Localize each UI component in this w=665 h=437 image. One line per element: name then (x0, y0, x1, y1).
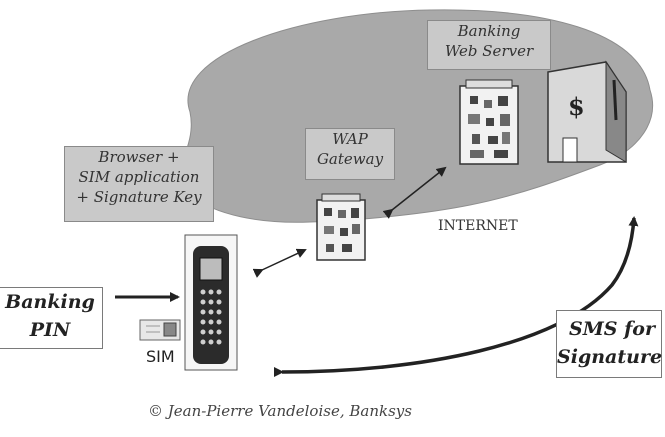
browser-sim-label: Browser + SIM application + Signature Ke… (64, 146, 214, 222)
gateway-tower-icon (316, 193, 366, 261)
phone-gateway-arrow (252, 248, 307, 278)
internet-label: INTERNET (438, 218, 518, 234)
mobile-phone-icon (184, 234, 238, 371)
wap-gateway-label: WAP Gateway (305, 128, 395, 180)
sim-card-icon (139, 319, 181, 341)
copyright-caption: © Jean-Pierre Vandeloise, Banksys (148, 402, 412, 420)
gateway-server-arrow (382, 166, 447, 219)
banking-pin-label: Banking PIN (0, 287, 103, 349)
bank-sign: $ (568, 92, 585, 121)
sim-label: SIM (146, 347, 175, 366)
banking-web-server-label: Banking Web Server (427, 20, 551, 70)
bank-building-icon (547, 60, 627, 163)
server-tower-icon (459, 79, 519, 165)
sms-signature-label: SMS for Signature (556, 310, 662, 378)
